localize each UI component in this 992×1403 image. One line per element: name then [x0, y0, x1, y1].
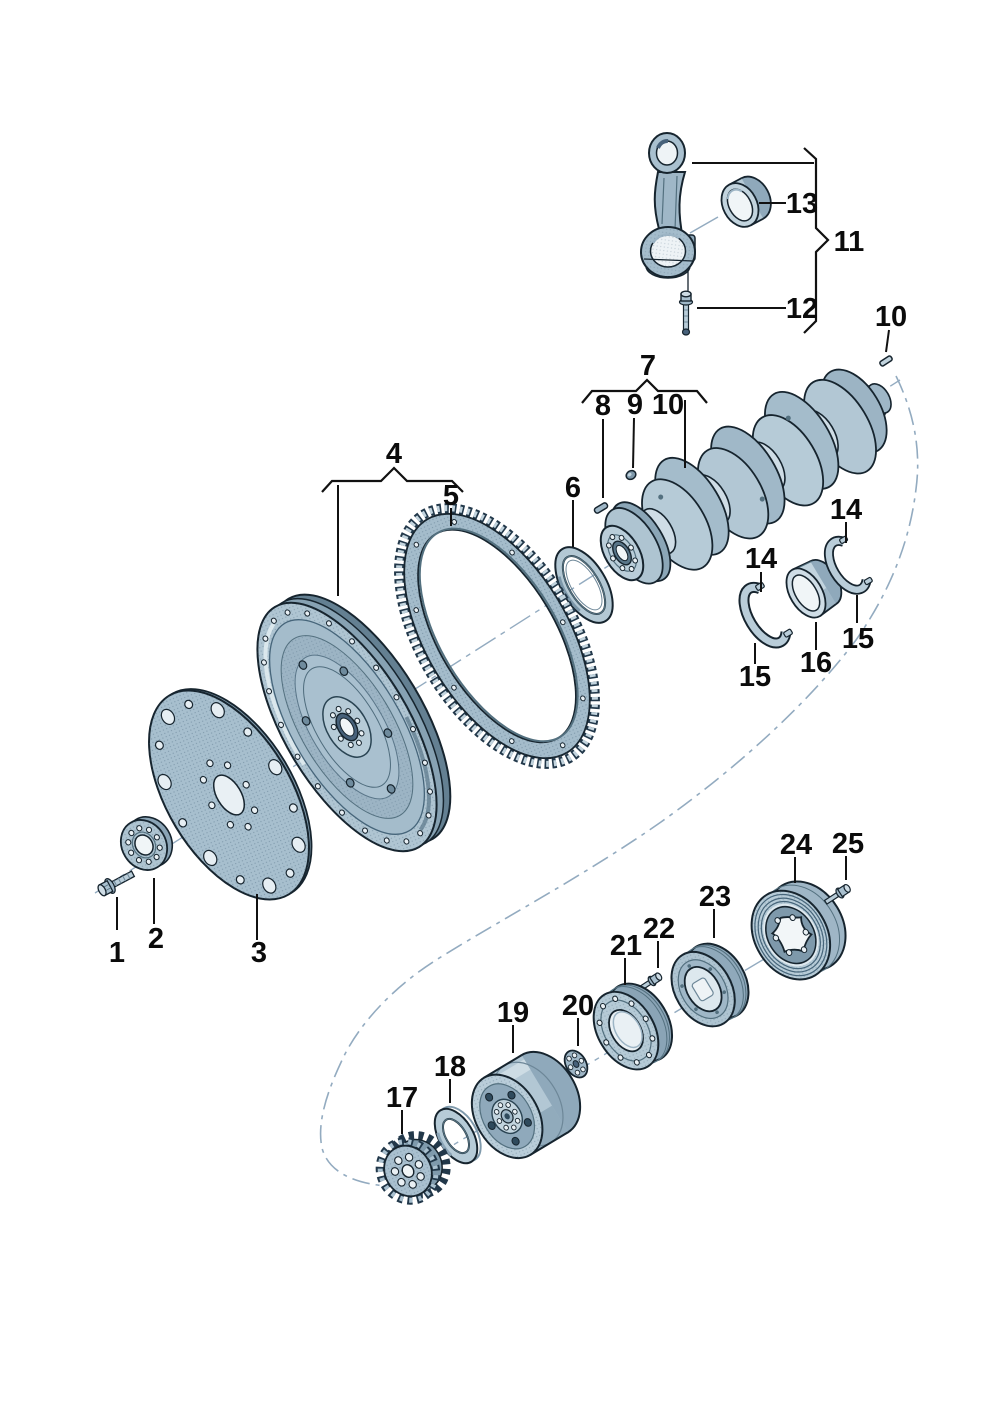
- callout-9[interactable]: 9: [627, 389, 643, 421]
- callout-5[interactable]: 5: [443, 480, 459, 512]
- pulley-24: [750, 880, 847, 981]
- callout-19[interactable]: 19: [497, 997, 529, 1029]
- callout-20[interactable]: 20: [562, 990, 594, 1022]
- callout-21[interactable]: 21: [610, 930, 642, 962]
- fitting-pin-10: [879, 355, 893, 367]
- thrust-washer-ring-right: [823, 535, 873, 595]
- callout-14-left[interactable]: 14: [745, 543, 777, 575]
- dowel-pin-9: [625, 469, 637, 481]
- bolt-25: [823, 883, 851, 905]
- callout-14-right[interactable]: 14: [830, 494, 862, 526]
- callout-10[interactable]: 10: [652, 389, 684, 421]
- callout-23[interactable]: 23: [699, 881, 731, 913]
- ring-gear-5: [394, 503, 600, 769]
- callout-2[interactable]: 2: [148, 923, 164, 955]
- bracket-7: [581, 378, 708, 404]
- bracket-4: [321, 466, 464, 493]
- callout-18[interactable]: 18: [434, 1051, 466, 1083]
- callout-line-10b: [885, 329, 890, 353]
- thrust-washer-ring-left: [738, 581, 793, 649]
- drive-plate-3: [148, 688, 313, 901]
- callout-labels: 1 2 3 4 5 6 7 8 9 10 10 11 12 13 14 15 1…: [109, 188, 907, 1114]
- callout-17[interactable]: 17: [386, 1082, 418, 1114]
- oil-pump-gear-17: [375, 1131, 451, 1205]
- spacer-plate-20: [563, 1049, 589, 1079]
- woodruff-key-8: [593, 502, 609, 514]
- callout-4[interactable]: 4: [386, 438, 402, 470]
- conrod-bushing-13: [720, 175, 772, 228]
- callout-3[interactable]: 3: [251, 937, 267, 969]
- bolt-1: [97, 870, 136, 897]
- callout-8[interactable]: 8: [595, 390, 611, 422]
- bushing-pointer-line: [689, 216, 719, 234]
- hub-washer-2: [119, 816, 174, 871]
- callout-16[interactable]: 16: [800, 647, 832, 679]
- callout-22[interactable]: 22: [643, 913, 675, 945]
- pulley-21: [592, 982, 674, 1071]
- conrod-bolt-12: [678, 290, 694, 336]
- callout-7[interactable]: 7: [640, 350, 656, 382]
- connecting-rod: [640, 132, 696, 279]
- callout-6[interactable]: 6: [565, 472, 581, 504]
- section-boundary-line: [319, 375, 919, 1187]
- callout-13[interactable]: 13: [786, 188, 818, 220]
- callout-11[interactable]: 11: [834, 226, 865, 258]
- callout-24[interactable]: 24: [780, 829, 812, 861]
- flywheel: [256, 593, 452, 853]
- callout-1[interactable]: 1: [109, 937, 125, 969]
- callout-10-top[interactable]: 10: [875, 301, 907, 333]
- bracket-11: [803, 147, 830, 334]
- callout-15-left[interactable]: 15: [739, 661, 771, 693]
- callout-25[interactable]: 25: [832, 828, 864, 860]
- callout-15-right[interactable]: 15: [842, 623, 874, 655]
- vibration-damper-19: [470, 1050, 582, 1160]
- callout-line-9: [632, 417, 635, 469]
- callout-12[interactable]: 12: [786, 293, 818, 325]
- pulley-23: [670, 942, 750, 1028]
- callout-lines: [116, 147, 890, 1134]
- bearing-shell-16: [785, 559, 843, 619]
- crankshaft: [599, 368, 892, 585]
